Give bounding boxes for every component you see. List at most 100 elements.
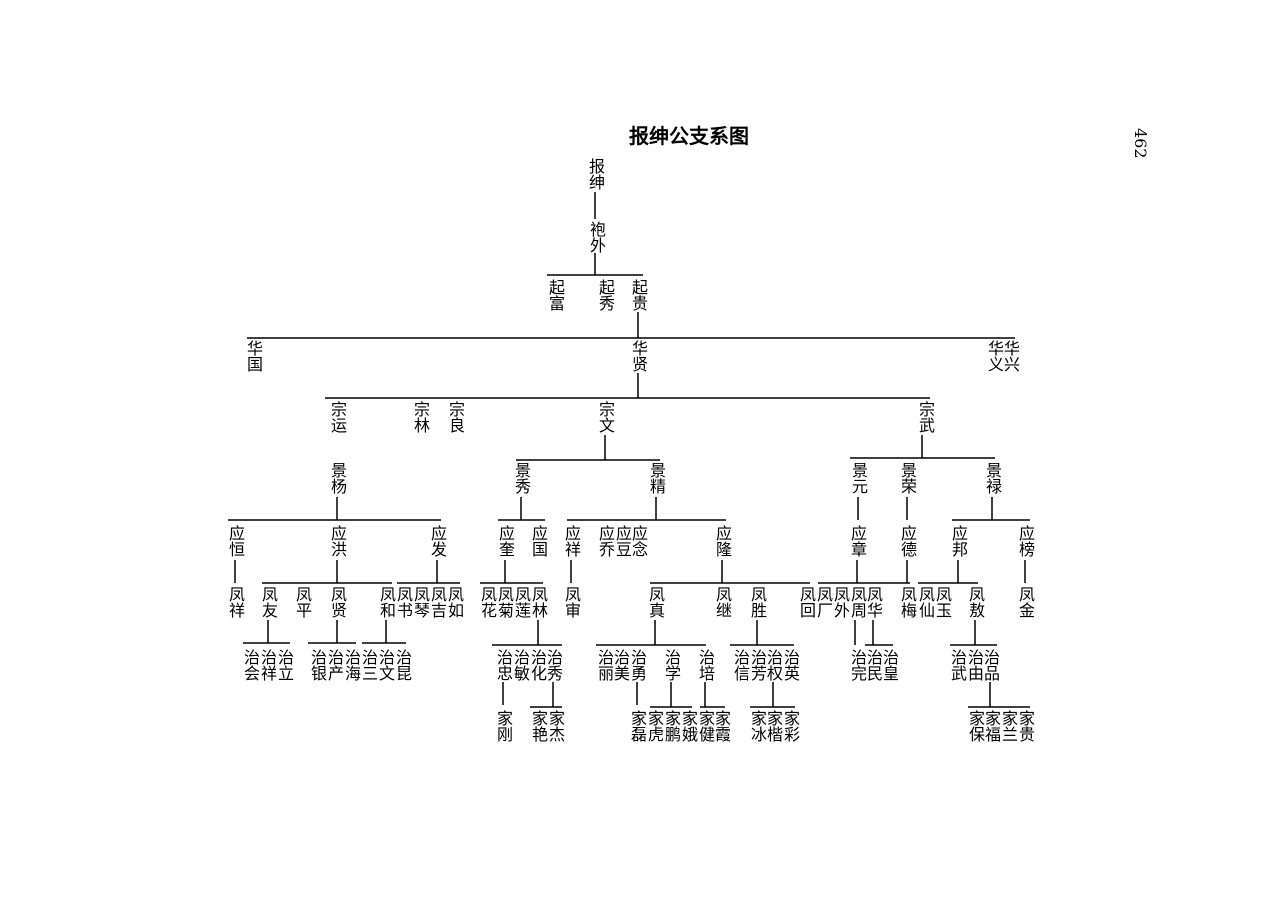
member-name: 华兴 (1001, 340, 1020, 372)
member-name: 景元 (849, 462, 868, 494)
member-name: 华义 (985, 340, 1004, 372)
member-name: 家彩 (781, 710, 800, 742)
member-name: 治银 (308, 649, 327, 681)
member-name: 家刚 (494, 710, 513, 742)
member-name: 应隆 (713, 525, 732, 557)
member-name: 治芳 (748, 649, 767, 681)
member-name: 应章 (848, 525, 867, 557)
member-name: 凤玉 (933, 586, 952, 618)
member-name: 凤和 (377, 586, 396, 618)
member-name: 家冰 (748, 710, 767, 742)
member-name: 家磊 (628, 710, 647, 742)
member-name: 宗林 (411, 401, 430, 433)
member-name: 凤周 (848, 586, 867, 618)
member-name: 凤回 (797, 586, 816, 618)
member-name: 家杰 (546, 710, 565, 742)
member-name: 家虎 (645, 710, 664, 742)
member-name: 起富 (546, 279, 565, 311)
member-name: 宗良 (446, 401, 465, 433)
member-name: 家兰 (999, 710, 1018, 742)
member-name: 家楷 (764, 710, 783, 742)
member-name: 景杨 (328, 462, 347, 494)
member-name: 治化 (528, 649, 547, 681)
member-name: 治文 (376, 649, 395, 681)
member-name: 凤继 (713, 586, 732, 618)
member-name: 应洪 (328, 525, 347, 557)
member-name: 治丽 (595, 649, 614, 681)
member-name: 应恒 (226, 525, 245, 557)
member-name: 治会 (241, 649, 260, 681)
member-name: 治权 (764, 649, 783, 681)
member-name: 起贵 (629, 279, 648, 311)
member-name: 华国 (244, 340, 263, 372)
page-number: 462 (1131, 128, 1150, 159)
member-name: 凤花 (478, 586, 497, 618)
member-name: 应奎 (496, 525, 515, 557)
member-name: 凤梅 (898, 586, 917, 618)
member-name: 凤厂 (814, 586, 833, 618)
member-name: 治海 (342, 649, 361, 681)
member-name: 治忠 (494, 649, 513, 681)
member-name: 宗文 (596, 401, 615, 433)
member-name: 凤真 (646, 586, 665, 618)
member-name: 治完 (848, 649, 867, 681)
member-name: 治勇 (628, 649, 647, 681)
member-name: 家娥 (679, 710, 698, 742)
member-name: 治武 (948, 649, 967, 681)
member-name: 治昆 (393, 649, 412, 681)
member-name: 凤如 (445, 586, 464, 618)
member-name: 家鹏 (662, 710, 681, 742)
member-name: 景精 (647, 462, 666, 494)
member-name: 家福 (982, 710, 1001, 742)
member-name: 治皇 (880, 649, 899, 681)
member-name: 景秀 (512, 462, 531, 494)
member-name: 治祥 (258, 649, 277, 681)
member-name: 治秀 (544, 649, 563, 681)
member-name: 凤金 (1016, 586, 1035, 618)
member-name: 应念 (629, 525, 648, 557)
member-name: 应邦 (949, 525, 968, 557)
member-name: 应豆 (613, 525, 632, 557)
member-name: 治美 (611, 649, 630, 681)
member-name: 应祥 (562, 525, 581, 557)
member-name: 治品 (981, 649, 1000, 681)
member-name: 治立 (275, 649, 294, 681)
member-name: 凤贤 (328, 586, 347, 618)
member-name: 治三 (359, 649, 378, 681)
member-name: 家霞 (712, 710, 731, 742)
member-name: 治培 (696, 649, 715, 681)
member-name: 凤仙 (916, 586, 935, 618)
member-name: 家艳 (529, 710, 548, 742)
member-name: 凤外 (831, 586, 850, 618)
member-name: 应发 (428, 525, 447, 557)
member-name: 凤莲 (512, 586, 531, 618)
member-name: 家健 (696, 710, 715, 742)
member-name: 凤书 (394, 586, 413, 618)
member-name: 凤胜 (748, 586, 767, 618)
member-name: 治产 (325, 649, 344, 681)
member-name: 治由 (965, 649, 984, 681)
page-title: 报绅公支系图 (629, 124, 749, 148)
member-name: 宗运 (328, 401, 347, 433)
member-name: 报绅 (586, 158, 605, 190)
member-name: 治英 (781, 649, 800, 681)
member-name: 景荣 (898, 462, 917, 494)
member-name: 凤敖 (966, 586, 985, 618)
member-name: 凤友 (259, 586, 278, 618)
member-name: 景禄 (983, 462, 1002, 494)
member-name: 凤审 (562, 586, 581, 618)
member-name: 应德 (898, 525, 917, 557)
member-name: 凤吉 (428, 586, 447, 618)
member-name: 凤林 (529, 586, 548, 618)
member-name: 家贵 (1016, 710, 1035, 742)
member-name: 应榜 (1016, 525, 1035, 557)
member-name: 治民 (864, 649, 883, 681)
member-name: 家保 (966, 710, 985, 742)
member-name: 起秀 (596, 279, 615, 311)
member-name: 华贤 (629, 340, 648, 372)
member-name: 凤祥 (226, 586, 245, 618)
member-name: 凤华 (864, 586, 883, 618)
member-name: 治信 (731, 649, 750, 681)
